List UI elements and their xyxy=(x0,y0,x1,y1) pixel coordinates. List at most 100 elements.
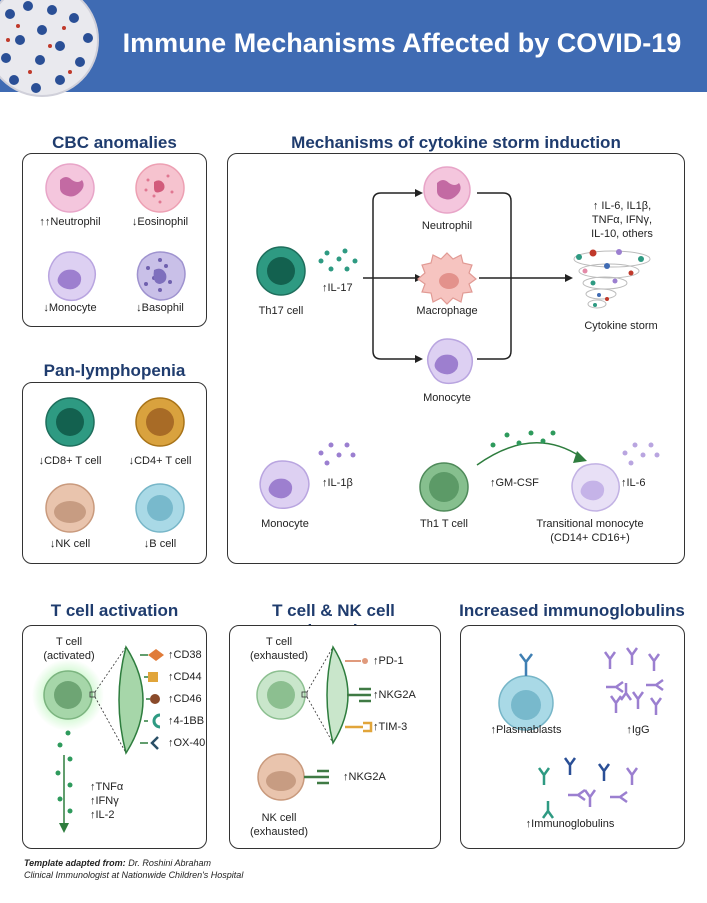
basophil-icon xyxy=(136,251,186,301)
plasmablasts-label: ↑Plasmablasts xyxy=(490,724,562,736)
b-cell-icon xyxy=(135,483,185,533)
cd4-t-cell-icon xyxy=(135,397,185,447)
cytokine-storm-dots xyxy=(576,249,644,307)
footer-credit-prefix: Template adapted from: xyxy=(24,858,126,868)
cytokine-release-arrow xyxy=(59,755,69,833)
transitional-monocyte-label-1: Transitional monocyte xyxy=(536,518,644,530)
ig-box xyxy=(460,625,685,849)
ig-diagram xyxy=(498,647,664,819)
cd8-t-cell-icon xyxy=(45,397,95,447)
eosinophil-icon xyxy=(135,163,185,213)
cytokines-line-2: TNFα, IFNγ, xyxy=(591,214,653,226)
cytokine-release-dots xyxy=(55,730,73,814)
ig-title: Increased immunoglobulins xyxy=(459,601,685,620)
storm-monocyte-icon xyxy=(426,338,474,385)
tact-cell-label-2: (activated) xyxy=(43,650,95,662)
cbc-title: CBC anomalies xyxy=(52,133,177,152)
tact-title: T cell activation xyxy=(50,601,179,620)
gmcsf-label: ↑GM-CSF xyxy=(490,477,539,489)
pd1-label: ↑PD-1 xyxy=(373,655,404,667)
exh-nk-label-1: NK cell xyxy=(261,812,297,824)
cytokines-line-1: ↑ IL-6, IL1β, xyxy=(592,200,652,212)
storm-monocyte2-icon xyxy=(259,460,310,510)
footer-credit: Template adapted from: Dr. Roshini Abrah… xyxy=(24,857,243,881)
gmcsf-arrow xyxy=(476,442,587,466)
igg-antibodies-icon xyxy=(603,647,664,715)
storm-neutrophil-label: Neutrophil xyxy=(421,220,473,232)
panlympho-title: Pan-lymphopenia xyxy=(43,361,186,380)
nkg2a-marker-icon xyxy=(347,687,371,703)
cd46-marker-icon xyxy=(150,694,160,704)
ox40-label: ↑OX-40 xyxy=(168,737,206,749)
virus-icon xyxy=(0,0,99,97)
cbc-monocyte-label: ↓Monocyte xyxy=(43,302,97,314)
cd46-label: ↑CD46 xyxy=(168,693,202,705)
panlympho-cd8-label: ↓CD8+ T cell xyxy=(38,455,102,467)
tim3-label: ↑TIM-3 xyxy=(373,721,408,733)
il1b-label: ↑IL-1β xyxy=(322,477,353,489)
tact-box xyxy=(22,625,207,849)
footer-credit-affiliation: Clinical Immunologist at Nationwide Chil… xyxy=(24,870,244,880)
cd44-label: ↑CD44 xyxy=(168,671,202,683)
ox40-marker-icon xyxy=(150,736,159,750)
il17-dots-icon xyxy=(318,248,358,272)
nk-nkg2a-label: ↑NKG2A xyxy=(343,771,386,783)
th17-label: Th17 cell xyxy=(258,305,304,317)
header-banner: Immune Mechanisms Affected by COVID-19 xyxy=(0,0,707,97)
exh-nk-label-2: (exhausted) xyxy=(249,826,309,838)
footer-credit-author: Dr. Roshini Abraham xyxy=(125,858,212,868)
cd44-marker-icon xyxy=(148,672,158,682)
storm-monocyte2-label: Monocyte xyxy=(261,518,309,530)
branch-arrows xyxy=(363,192,567,360)
4-1bb-label: ↑4-1BB xyxy=(168,715,205,727)
macrophage-label: Macrophage xyxy=(416,305,478,317)
igg-label: ↑IgG xyxy=(626,724,650,736)
storm-title: Mechanisms of cytokine storm induction xyxy=(291,133,621,152)
exh-tcell-label-2: (exhausted) xyxy=(249,650,309,662)
nkg2a-label: ↑NKG2A xyxy=(373,689,416,701)
il1b-dots-icon xyxy=(318,442,356,466)
storm-neutrophil-icon xyxy=(423,166,471,214)
membrane-zoom-icon xyxy=(118,645,144,755)
tact-diagram xyxy=(32,645,164,833)
il17-label: ↑IL-17 xyxy=(322,282,353,294)
cd38-marker-icon xyxy=(148,649,164,661)
cbc-eosinophil-label: ↓Eosinophil xyxy=(131,216,189,228)
exh-diagram xyxy=(256,645,373,801)
immunoglobulins-icon xyxy=(537,757,639,819)
panlympho-nk-label: ↓NK cell xyxy=(49,538,91,550)
ifng-label: ↑IFNγ xyxy=(90,795,119,807)
macrophage-icon xyxy=(417,252,477,305)
th1-label: Th1 T cell xyxy=(420,518,468,530)
gmcsf-dots-icon xyxy=(490,430,556,448)
cd38-label: ↑CD38 xyxy=(168,649,202,661)
transitional-monocyte-icon xyxy=(571,463,620,512)
cytokines-line-3: IL-10, others xyxy=(591,228,653,240)
activated-t-cell-icon xyxy=(43,670,93,720)
th17-cell-icon xyxy=(256,246,306,296)
exh-tcell-label-1: T cell xyxy=(265,636,293,648)
pd1-marker-icon xyxy=(345,658,368,664)
neutrophil-icon xyxy=(45,163,95,213)
cbc-neutrophil-label: ↑↑Neutrophil xyxy=(39,216,101,228)
storm-monocyte-label: Monocyte xyxy=(423,392,471,404)
cbc-basophil-label: ↓Basophil xyxy=(136,302,184,314)
nk-cell-icon xyxy=(45,483,95,533)
immunoglobulins-label: ↑Immunoglobulins xyxy=(525,818,615,830)
tnfa-label: ↑TNFα xyxy=(90,781,124,793)
monocyte-icon xyxy=(47,251,97,302)
il6-dots-icon xyxy=(622,442,660,466)
exhausted-nk-cell-icon xyxy=(257,753,305,801)
page-title: Immune Mechanisms Affected by COVID-19 xyxy=(122,28,682,58)
panlympho-b-label: ↓B cell xyxy=(143,538,177,550)
storm-diagram xyxy=(256,166,660,512)
nk-nkg2a-marker-icon xyxy=(304,769,329,785)
exhausted-t-cell-icon xyxy=(256,670,306,720)
panlympho-cd4-label: ↓CD4+ T cell xyxy=(128,455,192,467)
4-1bb-marker-icon xyxy=(152,713,161,729)
plasmablast-icon xyxy=(498,653,554,731)
transitional-monocyte-label-2: (CD14+ CD16+) xyxy=(550,532,630,544)
tim3-marker-icon xyxy=(345,721,373,733)
il6-label: ↑IL-6 xyxy=(621,477,646,489)
tact-cell-label-1: T cell xyxy=(55,636,83,648)
